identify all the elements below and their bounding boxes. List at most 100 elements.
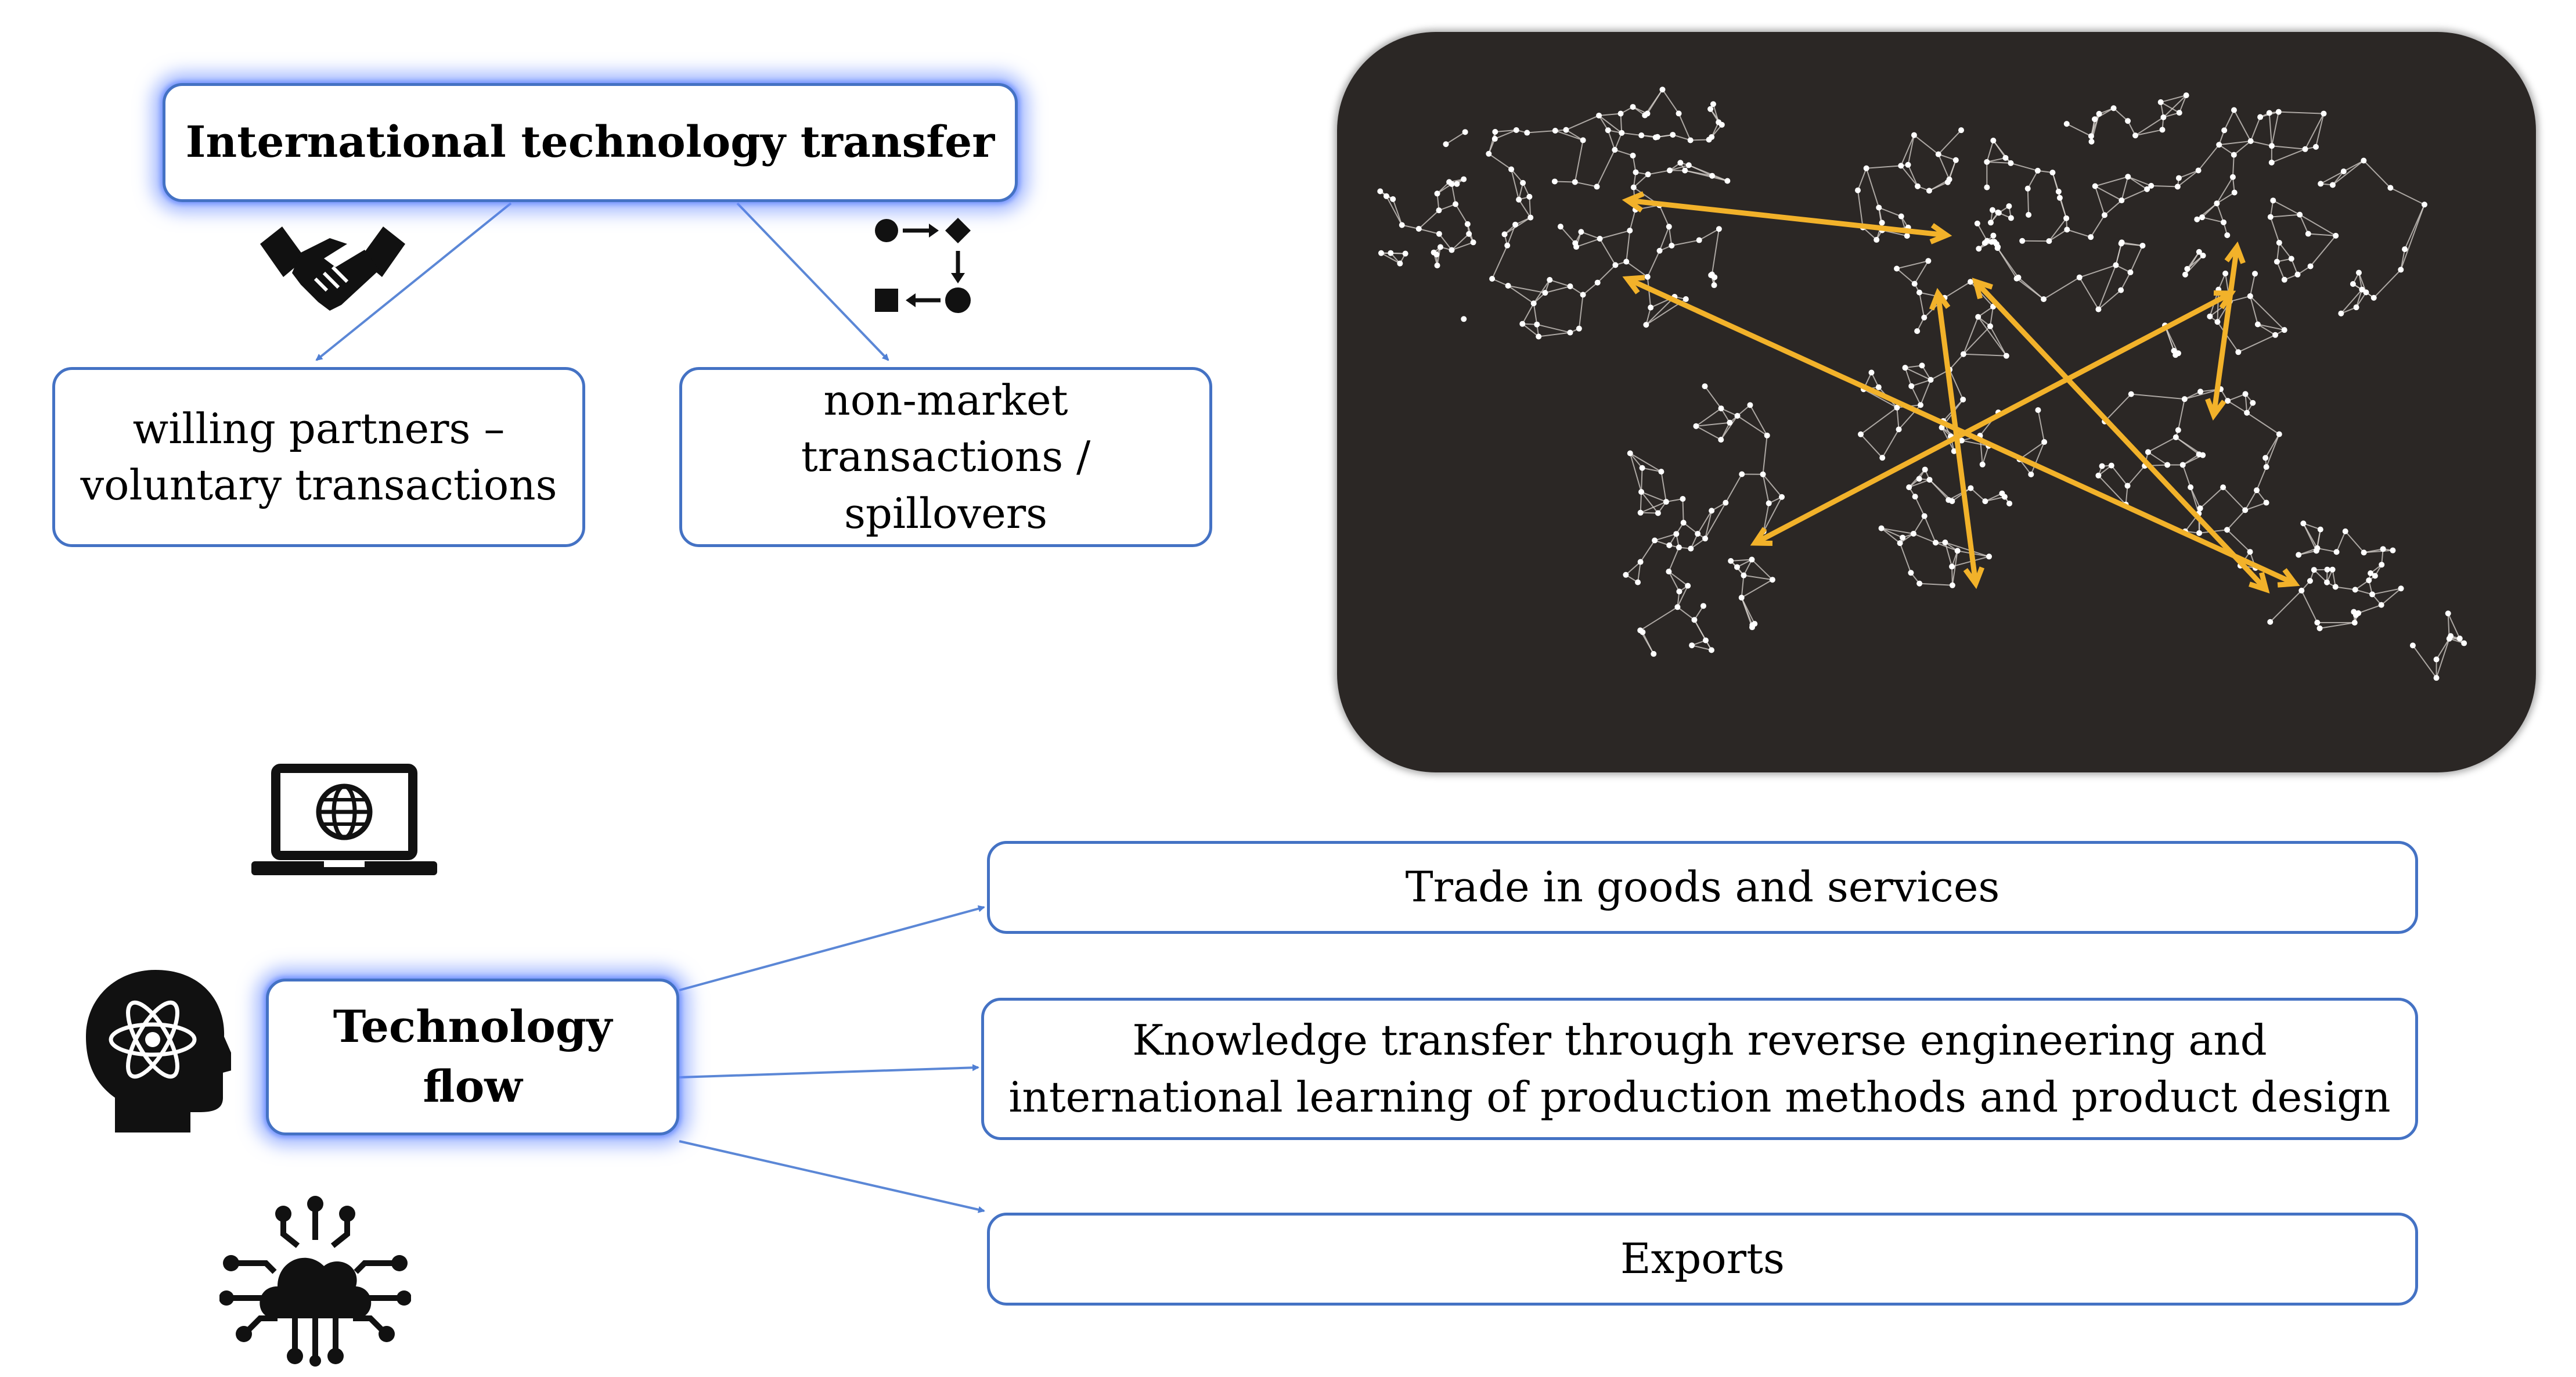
network-link: [1455, 203, 1468, 225]
network-link: [2303, 523, 2317, 551]
network-link: [2232, 154, 2235, 177]
network-node: [1635, 579, 1641, 585]
network-node: [1879, 220, 1885, 226]
network-node: [1868, 369, 1875, 376]
arrow-to-knowledge: [679, 1064, 979, 1078]
network-node: [2173, 352, 2179, 358]
network-node: [1513, 127, 1519, 133]
network-link: [1878, 207, 1902, 217]
network-link: [2317, 547, 2337, 553]
network-node: [1434, 190, 1440, 197]
network-link: [2436, 638, 2450, 660]
network-node: [2099, 463, 2105, 469]
network-node: [1693, 423, 1699, 429]
network-node: [2229, 174, 2236, 180]
network-link: [1576, 238, 1600, 247]
network-link: [1970, 487, 1986, 502]
network-node: [1567, 283, 1573, 289]
network-node: [1597, 236, 1603, 242]
network-link: [1935, 542, 1958, 552]
map-arrow-head: [1622, 191, 1645, 213]
network-node: [1982, 498, 1988, 505]
network-link: [1522, 303, 1534, 325]
network-node: [2214, 319, 2221, 325]
network-node: [2006, 203, 2012, 210]
network-node: [2263, 499, 2269, 506]
network-node: [1932, 540, 1939, 546]
network-node: [1990, 137, 1997, 143]
network-link: [1647, 276, 1652, 308]
network-link: [1896, 268, 1915, 285]
network-node: [2276, 431, 2282, 437]
network-node: [1906, 484, 1912, 490]
network-link: [1697, 510, 1712, 534]
network-link: [1900, 165, 1918, 187]
network-link: [1668, 571, 1688, 587]
network-link: [1907, 164, 1918, 187]
network-node: [1670, 132, 1676, 138]
network-node: [1874, 236, 1880, 243]
arrow-to-non-market: [736, 202, 889, 361]
network-node: [1666, 167, 1673, 174]
network-node: [1987, 323, 1993, 329]
network-node: [2461, 640, 2467, 646]
network-link: [1866, 165, 1901, 169]
network-node: [1863, 165, 1869, 171]
network-node: [2398, 585, 2404, 592]
network-node: [2409, 642, 2416, 649]
network-node: [2307, 263, 2314, 269]
network-link: [2343, 160, 2364, 172]
network-node: [1976, 246, 1982, 252]
network-node: [2118, 287, 2124, 293]
network-node: [1908, 570, 1914, 576]
network-link: [1900, 135, 1915, 166]
network-node: [2118, 240, 2124, 247]
network-node: [1526, 193, 1533, 200]
network-node: [1922, 466, 1928, 473]
network-node: [2088, 138, 2095, 145]
network-link: [2098, 265, 2117, 310]
network-node: [1492, 129, 1498, 135]
network-node: [1551, 178, 1558, 185]
network-link: [1695, 425, 1721, 441]
network-node: [2164, 462, 2171, 468]
network-node: [1563, 127, 1569, 133]
network-node: [1727, 419, 1733, 426]
network-link: [1881, 527, 1903, 538]
network-link: [2135, 129, 2163, 136]
network-link: [2271, 112, 2279, 146]
network-node: [1377, 188, 1384, 195]
network-node: [1878, 525, 1885, 531]
network-link: [2182, 465, 2192, 488]
network-node: [1747, 402, 1753, 408]
network-node: [1975, 314, 1981, 320]
network-node: [2254, 321, 2261, 328]
network-link: [1491, 245, 1508, 279]
network-node: [2092, 116, 2098, 123]
map-arrow-head: [2205, 398, 2226, 421]
title-box: International technology transfer: [163, 83, 1018, 202]
network-node: [2019, 238, 2026, 244]
network-node: [2247, 549, 2253, 555]
network-node: [1728, 558, 1734, 564]
network-link: [1762, 474, 1770, 504]
network-node: [1415, 226, 1422, 232]
network-link: [1659, 204, 1670, 227]
network-node: [1512, 221, 1519, 228]
network-link: [1629, 453, 1642, 492]
network-link: [1923, 516, 1936, 543]
network-link: [1654, 533, 1677, 541]
network-link: [1596, 149, 1616, 187]
network-node: [1638, 132, 1645, 139]
map-arrow-head: [1929, 223, 1952, 245]
network-node: [1638, 489, 1645, 495]
network-node: [2329, 182, 2336, 188]
network-node: [2379, 562, 2385, 568]
network-node: [1640, 629, 1646, 635]
network-link: [1677, 585, 1689, 607]
network-link: [2355, 589, 2373, 595]
network-link: [2257, 323, 2285, 331]
network-link: [1929, 479, 1949, 501]
map-arrow: [1973, 279, 2268, 592]
network-node: [1436, 207, 1442, 214]
